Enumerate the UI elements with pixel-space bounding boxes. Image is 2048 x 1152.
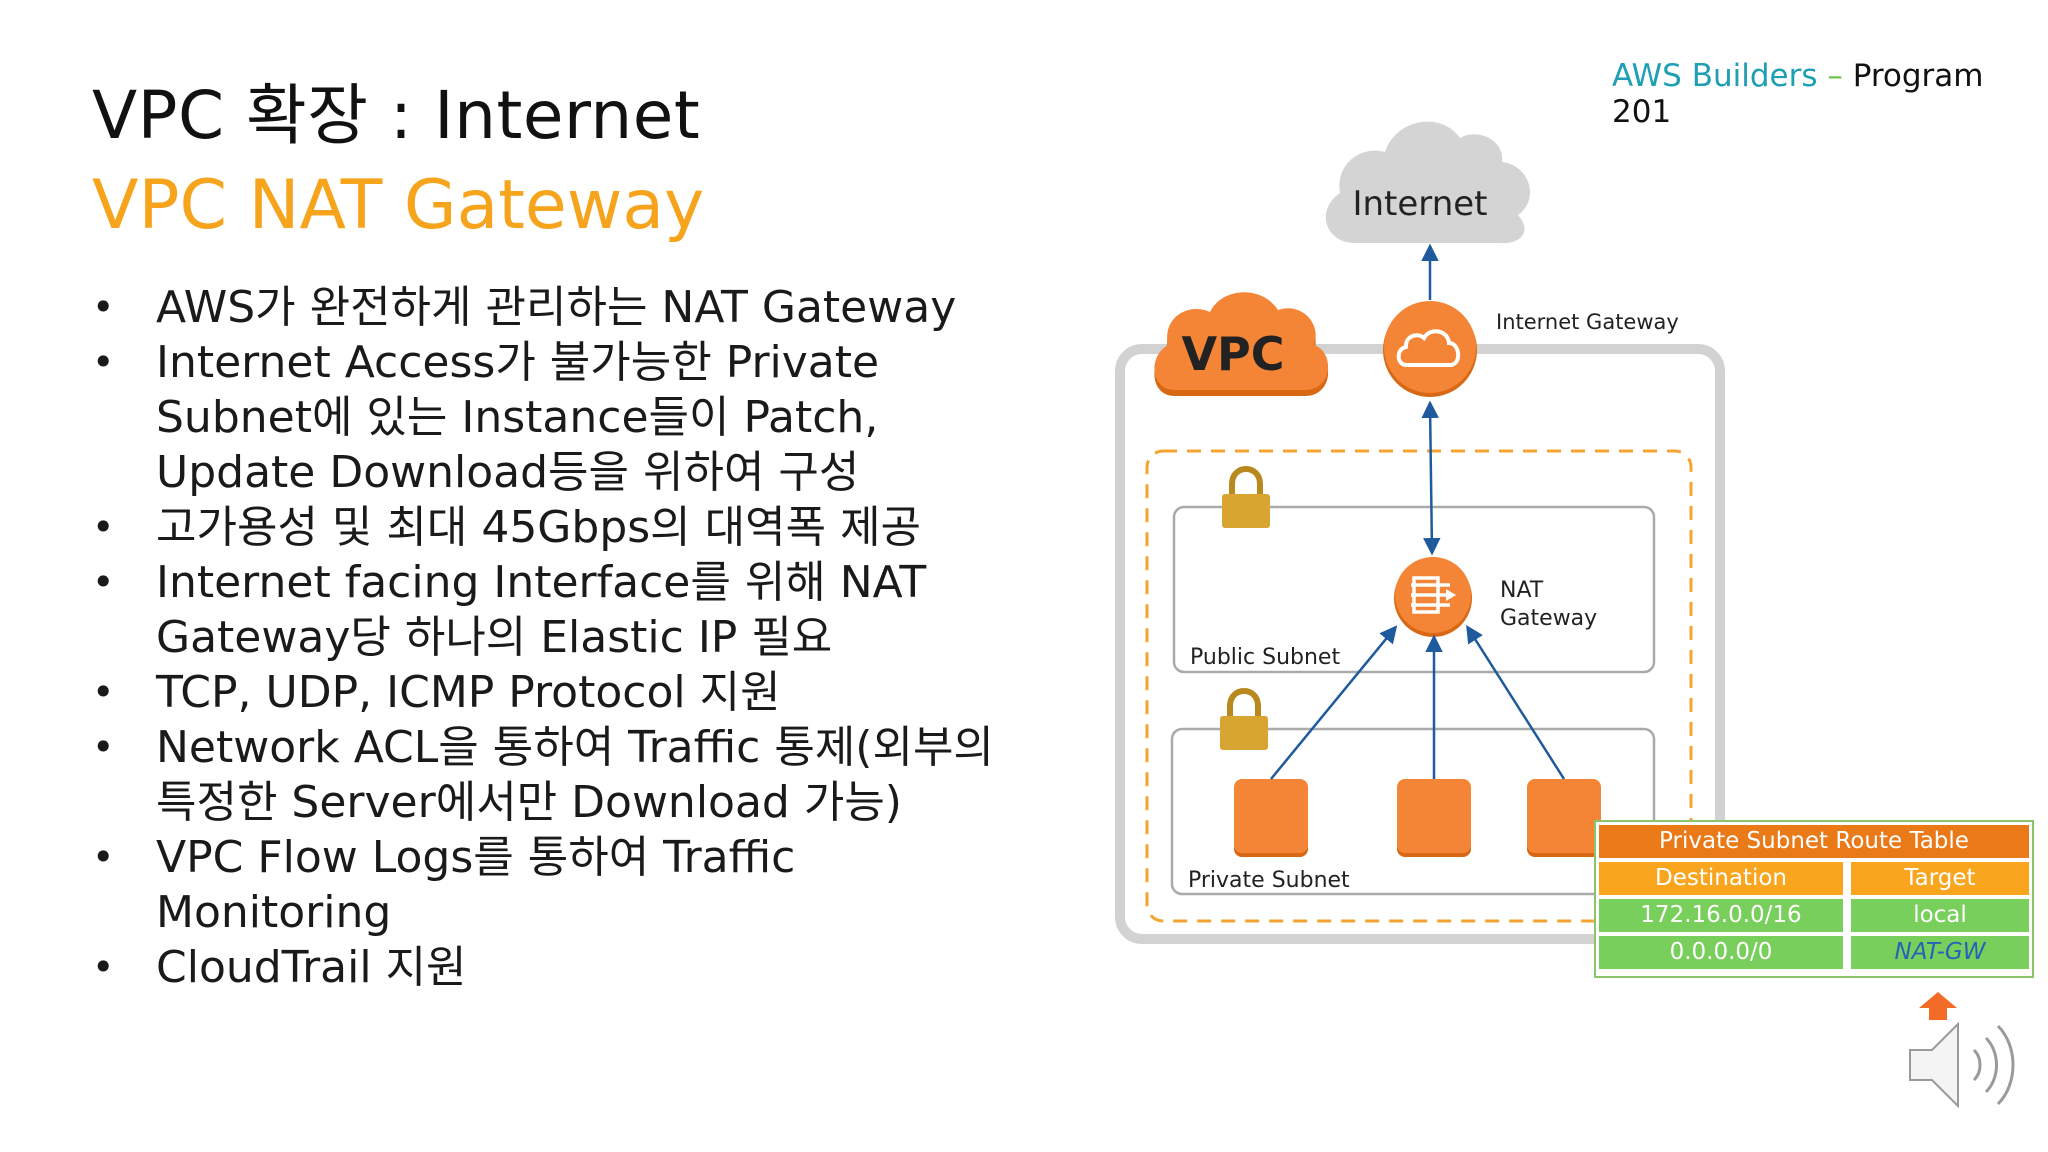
bullet-item: 고가용성 및 최대 45Gbps의 대역폭 제공: [88, 500, 1028, 555]
bullet-item: AWS가 완전하게 관리하는 NAT Gateway: [88, 280, 1028, 335]
nat-gateway-label-2: Gateway: [1500, 606, 1597, 631]
arrow-instance-to-nat: [1270, 625, 1398, 780]
brand-aws: AWS Builders: [1612, 58, 1818, 94]
instance-icon: [1397, 779, 1471, 857]
table-row: 0.0.0.0/0 NAT-GW: [1599, 936, 2029, 969]
table-row: 172.16.0.0/16 local: [1599, 899, 2029, 932]
arrow-instance-to-nat: [1466, 625, 1566, 780]
instance-icon: [1527, 779, 1601, 857]
route-table-title: Private Subnet Route Table: [1599, 825, 2029, 858]
arrow-nat-igw: [1421, 400, 1441, 556]
lock-icon: [1222, 466, 1270, 528]
public-subnet-label: Public Subnet: [1190, 645, 1340, 670]
internet-gateway-label: Internet Gateway: [1496, 310, 1679, 334]
bullet-item: Internet Access가 불가능한 Private Subnet에 있는…: [88, 335, 1028, 500]
internet-gateway-icon: [1383, 301, 1477, 397]
route-table-header-target: Target: [1851, 862, 2029, 895]
slide-subtitle: VPC NAT Gateway: [92, 166, 705, 245]
instance-icon: [1234, 779, 1308, 857]
lock-icon: [1220, 688, 1268, 750]
brand-program: Program: [1852, 58, 1984, 94]
nat-gateway-label-1: NAT: [1500, 578, 1544, 603]
route-target: NAT-GW: [1851, 936, 2029, 969]
bullet-item: TCP, UDP, ICMP Protocol 지원: [88, 665, 1028, 720]
speaker-icon[interactable]: [1906, 1010, 2026, 1120]
private-subnet-label: Private Subnet: [1188, 868, 1350, 893]
vpc-cloud-icon: [1154, 292, 1329, 396]
availability-zone-boundary: [1145, 449, 1693, 923]
route-table: Private Subnet Route Table Destination T…: [1594, 820, 2034, 978]
public-subnet-box: [1172, 505, 1656, 674]
bullet-item: VPC Flow Logs를 통하여 Traffic Monitoring: [88, 830, 1028, 940]
bullet-item: Internet facing Interface를 위해 NAT Gatewa…: [88, 555, 1028, 665]
arrow-up-icon: [1919, 992, 1957, 1020]
bullet-list: AWS가 완전하게 관리하는 NAT Gateway Internet Acce…: [88, 280, 1028, 995]
route-target: local: [1851, 899, 2029, 932]
vpc-label: VPC: [1181, 327, 1284, 381]
brand-tag: AWS Builders – Program 201: [1612, 58, 1984, 130]
brand-dash: –: [1817, 58, 1853, 94]
route-table-header-destination: Destination: [1599, 862, 1843, 895]
route-destination: 172.16.0.0/16: [1599, 899, 1843, 932]
route-destination: 0.0.0.0/0: [1599, 936, 1843, 969]
internet-label: Internet: [1352, 184, 1487, 224]
internet-cloud-icon: [1325, 121, 1530, 244]
brand-level: 201: [1612, 94, 1672, 130]
slide-title: VPC 확장 : Internet: [92, 77, 701, 154]
bullet-item: Network ACL을 통하여 Traffic 통제(외부의 특정한 Serv…: [88, 720, 1028, 830]
bullet-item: CloudTrail 지원: [88, 940, 1028, 995]
nat-gateway-icon: [1394, 557, 1472, 637]
